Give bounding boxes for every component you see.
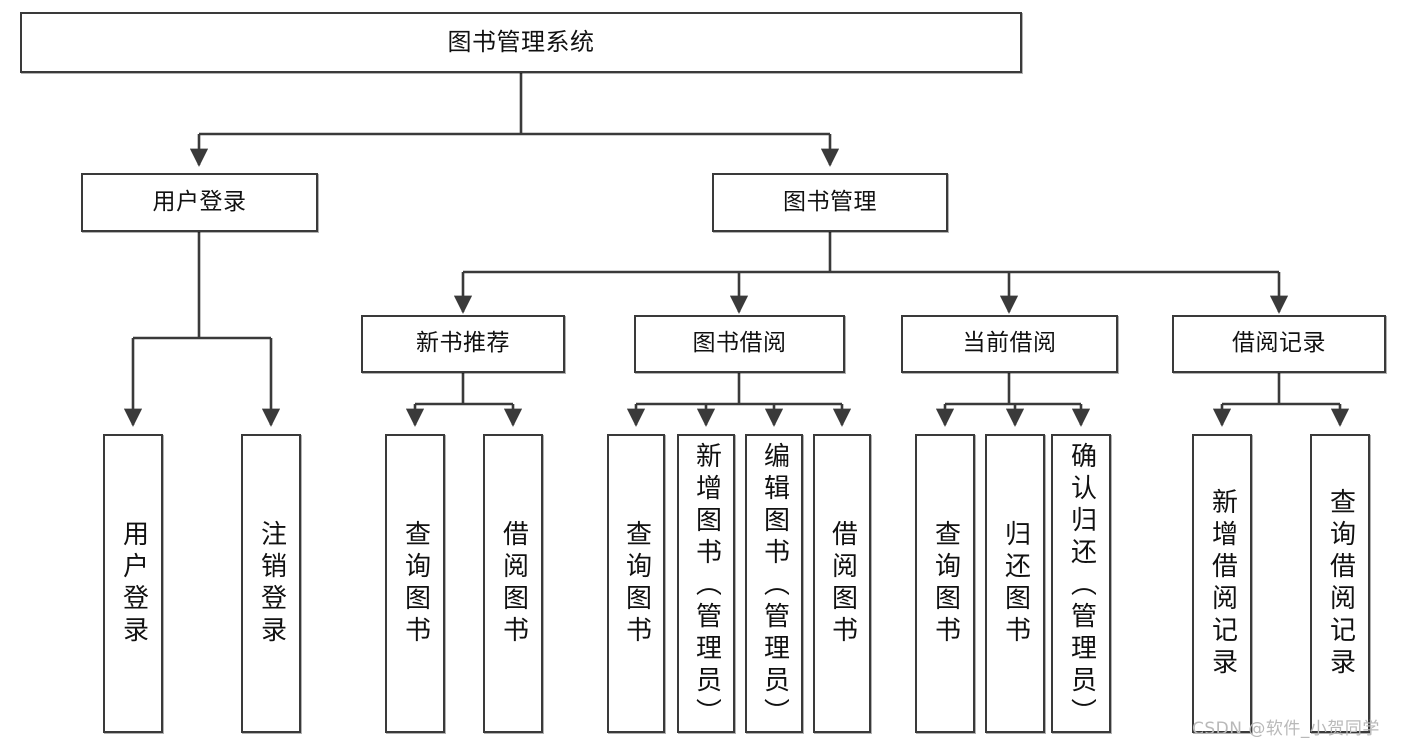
- node-label: 确认归还（管理员）: [1066, 442, 1096, 725]
- leaf-book-borrow-edit-book-admin[interactable]: 编辑图书（管理员）: [745, 434, 803, 733]
- node-label: 新书推荐: [416, 330, 510, 357]
- node-book-borrow[interactable]: 图书借阅: [634, 315, 845, 373]
- leaf-current-borrow-return-book[interactable]: 归还图书: [985, 434, 1045, 733]
- node-label: 借阅图书: [827, 519, 857, 648]
- node-label: 查询图书: [930, 519, 960, 648]
- leaf-current-borrow-query-book[interactable]: 查询图书: [915, 434, 975, 733]
- node-current-borrow[interactable]: 当前借阅: [901, 315, 1118, 373]
- node-new-book-recommend[interactable]: 新书推荐: [361, 315, 565, 373]
- leaf-new-book-borrow-book[interactable]: 借阅图书: [483, 434, 543, 733]
- leaf-borrow-record-add-record[interactable]: 新增借阅记录: [1192, 434, 1252, 733]
- leaf-book-borrow-query-book[interactable]: 查询图书: [607, 434, 665, 733]
- node-label: 借阅记录: [1232, 330, 1326, 357]
- node-label: 用户登录: [152, 188, 247, 215]
- leaf-new-book-query-book[interactable]: 查询图书: [385, 434, 445, 733]
- node-label: 借阅图书: [498, 519, 528, 648]
- node-label: 查询图书: [621, 519, 651, 648]
- leaf-current-borrow-confirm-return-admin[interactable]: 确认归还（管理员）: [1051, 434, 1111, 733]
- node-borrow-record[interactable]: 借阅记录: [1172, 315, 1386, 373]
- node-label: 图书借阅: [692, 330, 787, 357]
- node-label: 用户登录: [118, 519, 148, 648]
- node-label: 注销登录: [256, 519, 286, 648]
- node-label: 新增借阅记录: [1207, 487, 1237, 680]
- node-label: 查询借阅记录: [1325, 487, 1355, 680]
- leaf-book-borrow-borrow-book[interactable]: 借阅图书: [813, 434, 871, 733]
- node-label: 图书管理: [783, 188, 877, 215]
- node-label: 图书管理系统: [447, 28, 595, 57]
- csdn-watermark: CSDN @软件_小贺同学: [1192, 719, 1380, 739]
- node-label: 编辑图书（管理员）: [759, 442, 789, 725]
- node-label: 新增图书（管理员）: [691, 442, 721, 725]
- node-label: 归还图书: [1000, 519, 1030, 648]
- leaf-user-login-logout[interactable]: 注销登录: [241, 434, 301, 733]
- node-label: 当前借阅: [962, 330, 1057, 357]
- node-user-login[interactable]: 用户登录: [81, 173, 318, 232]
- leaf-user-login-login[interactable]: 用户登录: [103, 434, 163, 733]
- node-book-management[interactable]: 图书管理: [712, 173, 948, 232]
- node-root-library-system[interactable]: 图书管理系统: [20, 12, 1022, 73]
- leaf-borrow-record-query-record[interactable]: 查询借阅记录: [1310, 434, 1370, 733]
- leaf-book-borrow-add-book-admin[interactable]: 新增图书（管理员）: [677, 434, 735, 733]
- node-label: 查询图书: [400, 519, 430, 648]
